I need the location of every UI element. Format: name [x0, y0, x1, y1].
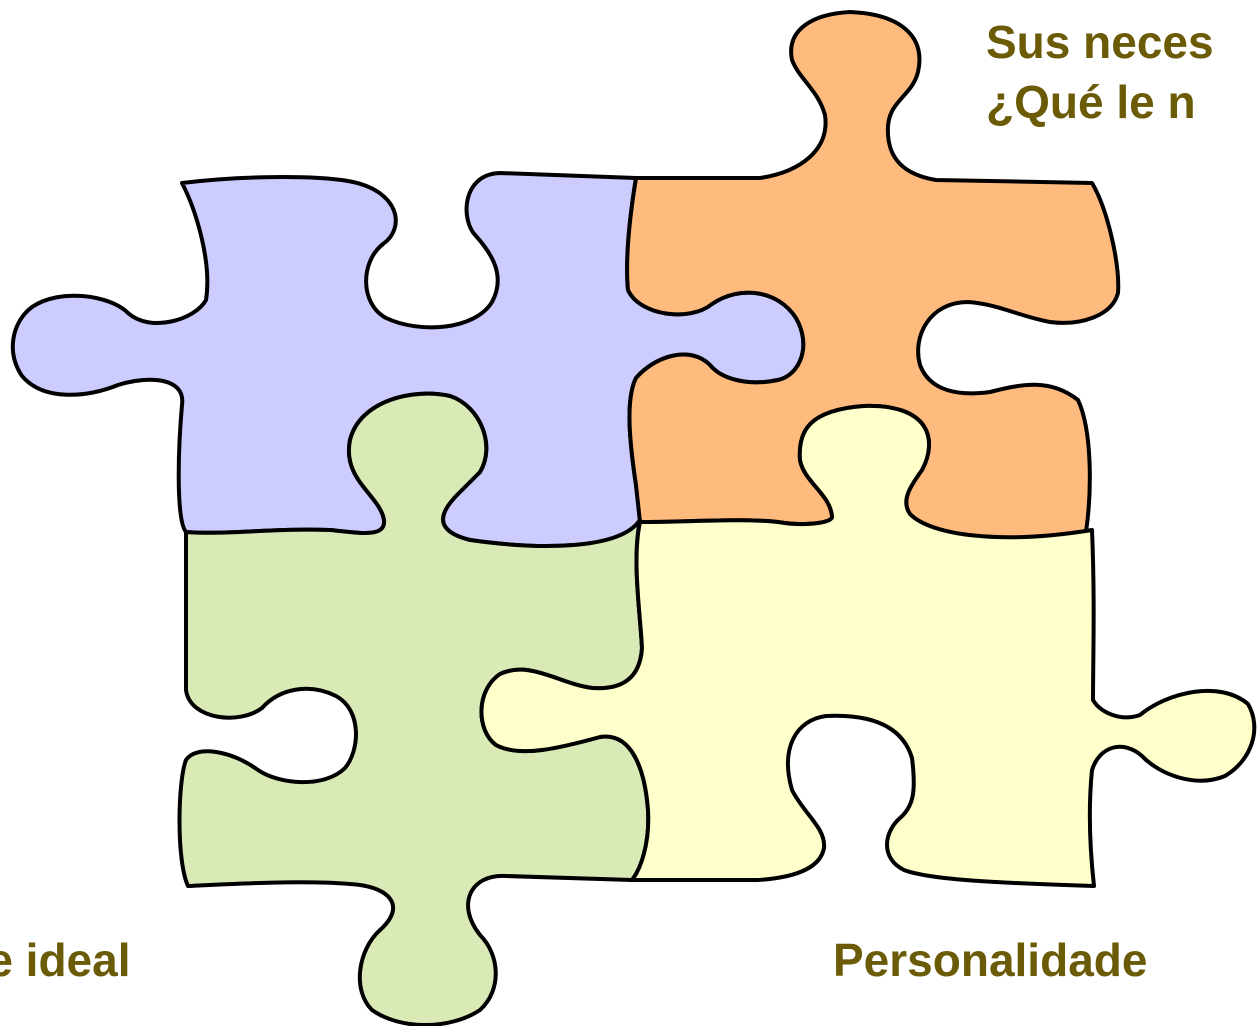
- label-needs-line1: Sus neces: [986, 16, 1214, 68]
- label-ideal: te ideal: [0, 934, 131, 986]
- yellow-piece-shape: [479, 403, 1257, 888]
- label-needs-line2: ¿Qué le n: [986, 76, 1196, 128]
- label-needs: Sus neces ¿Qué le n: [986, 12, 1214, 132]
- puzzle-piece-yellow: [479, 403, 1257, 888]
- label-personality: Personalidade: [833, 934, 1148, 986]
